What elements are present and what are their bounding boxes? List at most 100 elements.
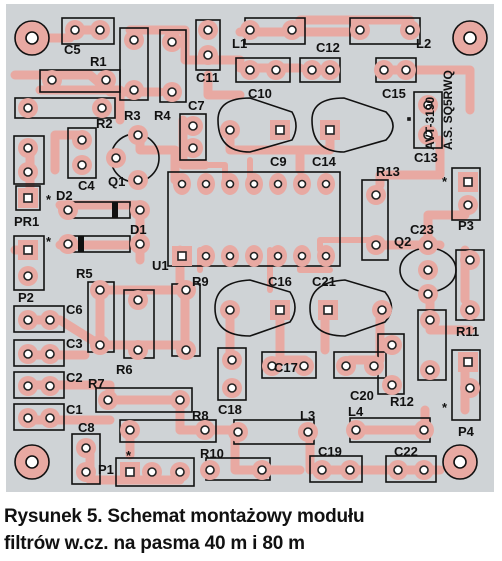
label-c15: C15	[382, 86, 406, 101]
pad-hole	[271, 65, 281, 75]
caption-line-2: filtrów w.cz. na pasma 40 m i 80 m	[4, 533, 305, 554]
pad-hole	[203, 50, 213, 60]
pad-hole	[317, 465, 327, 475]
pad-hole	[63, 239, 73, 249]
pad-hole	[97, 103, 107, 113]
label-p4: P4	[458, 424, 475, 439]
label-r11: R11	[456, 324, 479, 339]
pad-hole	[341, 361, 351, 371]
label-r3: R3	[124, 108, 141, 123]
ic-pin-hole	[273, 251, 283, 261]
label-r1: R1	[90, 54, 107, 69]
pad-hole	[23, 349, 33, 359]
pad-hole	[81, 467, 91, 477]
square-pad-hole	[275, 125, 285, 135]
pad-hole	[167, 87, 177, 97]
label-c17: C17	[274, 360, 298, 375]
label-c11: C11	[196, 70, 219, 85]
label-r13: R13	[376, 164, 400, 179]
pad-hole	[345, 465, 355, 475]
label-c18: C18	[218, 402, 242, 417]
pad-hole	[133, 175, 143, 185]
pad-hole	[393, 465, 403, 475]
label-q2: Q2	[394, 234, 411, 249]
pad-hole	[111, 153, 121, 163]
pad-hole	[267, 361, 277, 371]
solder-pads	[18, 20, 480, 482]
side-label-model: AVT-3190	[423, 97, 437, 150]
pad-hole	[133, 295, 143, 305]
ic-pin-hole	[273, 179, 283, 189]
pad-hole	[465, 383, 475, 393]
pad-hole	[233, 427, 243, 437]
pad-hole	[465, 255, 475, 265]
ic-pin-hole	[297, 251, 307, 261]
pad-hole	[419, 465, 429, 475]
pad-hole	[423, 130, 433, 140]
pad-hole	[325, 65, 335, 75]
ic-pin-hole	[201, 251, 211, 261]
label-c2: C2	[66, 370, 83, 385]
square-pad-hole	[23, 245, 33, 255]
label-c4: C4	[78, 178, 95, 193]
label-c23: C23	[410, 222, 434, 237]
pad-hole	[225, 305, 235, 315]
pad-hole	[95, 25, 105, 35]
pad-hole	[371, 190, 381, 200]
pad-hole	[465, 305, 475, 315]
side-label-author: A.S. SQ5RWQ	[441, 70, 455, 150]
label-c12: C12	[316, 40, 340, 55]
label-c5: C5	[64, 42, 81, 57]
pad-hole	[307, 65, 317, 75]
pad-hole	[419, 425, 429, 435]
pad-hole	[45, 349, 55, 359]
pad-hole	[205, 465, 215, 475]
label-c19: C19	[318, 444, 342, 459]
pad-hole	[188, 143, 198, 153]
pad-hole	[387, 380, 397, 390]
pad-hole	[125, 425, 135, 435]
component-labels: C5 R1 R2 C11 L1 C12 L2 C10 C15 R3 R4 C7 …	[14, 36, 479, 477]
pad-hole	[369, 361, 379, 371]
pad-hole	[423, 265, 433, 275]
label-d2: D2	[56, 188, 73, 203]
label-u1: U1	[152, 258, 169, 273]
pad-hole	[133, 130, 143, 140]
label-l1: L1	[232, 36, 247, 51]
label-c6: C6	[66, 302, 83, 317]
marker-p3: *	[442, 174, 448, 189]
pad-hole	[287, 25, 297, 35]
pad-hole	[95, 285, 105, 295]
marker-p2: *	[46, 234, 52, 249]
label-c16: C16	[268, 274, 292, 289]
label-p3: P3	[458, 218, 474, 233]
square-pad-hole	[323, 305, 333, 315]
pad-hole	[23, 167, 33, 177]
pcb-assembly-diagram: C5 R1 R2 C11 L1 C12 L2 C10 C15 R3 R4 C7 …	[6, 4, 494, 492]
pad-hole	[405, 25, 415, 35]
pad-hole	[463, 200, 473, 210]
square-pad-hole	[125, 467, 135, 477]
pad-hole	[81, 443, 91, 453]
pad-hole	[175, 467, 185, 477]
label-l4: L4	[348, 404, 364, 419]
label-c14: C14	[312, 154, 337, 169]
pad-hole	[257, 465, 267, 475]
ic-pin-hole	[225, 179, 235, 189]
label-c3: C3	[66, 336, 83, 351]
pad-hole	[77, 135, 87, 145]
pad-hole	[63, 205, 73, 215]
label-r9: R9	[192, 274, 209, 289]
label-r8: R8	[192, 408, 209, 423]
caption-line-1: Rysunek 5. Schemat montażowy modułu	[4, 506, 365, 527]
ic-pin-hole	[249, 179, 259, 189]
marker-p4: *	[442, 400, 448, 415]
pad-hole	[227, 355, 237, 365]
pad-hole	[103, 395, 113, 405]
pad-hole	[225, 125, 235, 135]
pad-hole	[133, 345, 143, 355]
ic-pin-hole	[177, 179, 187, 189]
pad-hole	[245, 25, 255, 35]
pad-hole	[355, 25, 365, 35]
mounting-holes	[14, 20, 488, 480]
